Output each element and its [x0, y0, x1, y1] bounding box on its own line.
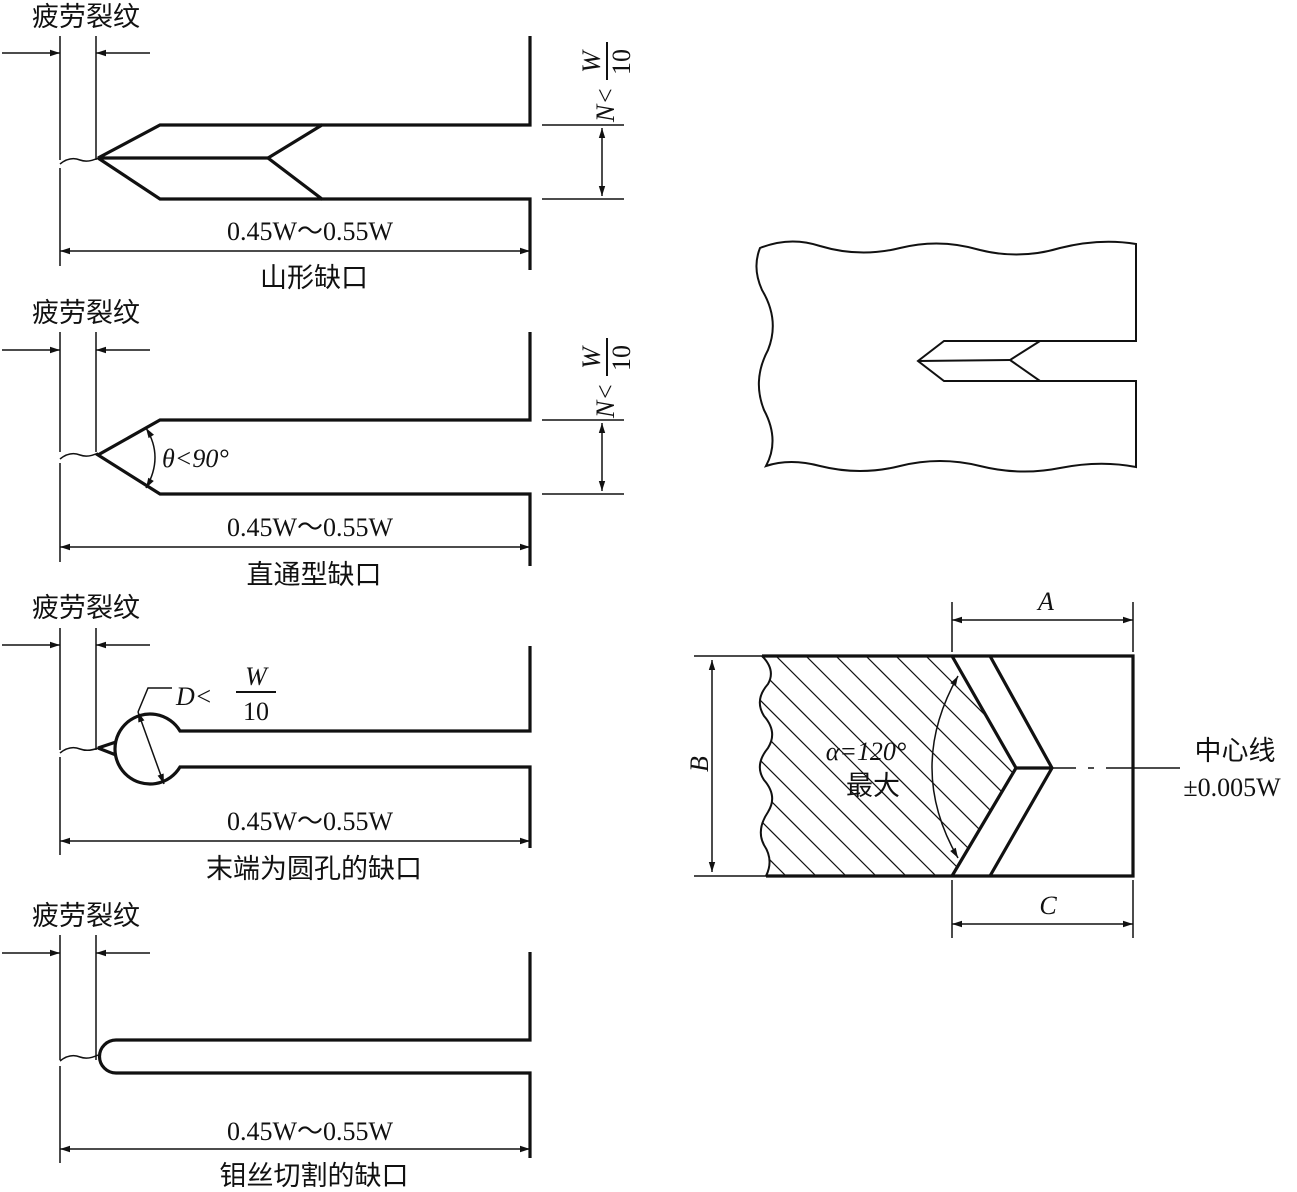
- svg-text:10: 10: [607, 49, 636, 75]
- label-b: B: [685, 756, 714, 772]
- notch-panel-wire-cut: 疲劳裂纹 0.45W～0.55W 钼丝切割的缺口: [2, 901, 532, 1192]
- section-break-line: [758, 655, 774, 877]
- svg-text:D<: D<: [175, 682, 212, 711]
- section-outline: [762, 654, 1135, 878]
- centerline-label: 中心线: [1195, 736, 1276, 767]
- notch-length-range: 0.45W～0.55W: [227, 513, 394, 542]
- fatigue-crack-line: [59, 157, 99, 165]
- svg-text:N<: N<: [591, 87, 620, 123]
- label-c: C: [1039, 891, 1057, 920]
- fatigue-crack-line: [59, 452, 99, 460]
- hole-diameter-dimension: [137, 711, 165, 785]
- label-a: A: [1036, 587, 1054, 616]
- section-angle-arc: [931, 675, 959, 859]
- notch-caption: 山形缺口: [260, 263, 368, 294]
- section-angle-note: 最大: [846, 771, 900, 802]
- notch-length-range: 0.45W～0.55W: [227, 807, 394, 836]
- notch-width-limit: N< W 10: [577, 338, 636, 419]
- notch-width-limit: N< W 10: [577, 42, 636, 123]
- notch-length-range: 0.45W～0.55W: [227, 217, 394, 246]
- notch-panel-straight: 疲劳裂纹 θ<90° 0.45W～0.55W 直通型缺口 N< W 10: [2, 298, 636, 591]
- specimen-plan-view: [755, 240, 1137, 473]
- notch-length-range: 0.45W～0.55W: [227, 1117, 394, 1146]
- centerline-tolerance: ±0.005W: [1183, 773, 1281, 802]
- svg-text:10: 10: [243, 697, 269, 726]
- fatigue-crack-line: [59, 1054, 99, 1062]
- fatigue-crack-label: 疲劳裂纹: [32, 593, 140, 624]
- hole-diameter-limit: D< W 10: [175, 662, 276, 726]
- notch-outline: [113, 646, 532, 848]
- notch-angle-limit: θ<90°: [162, 444, 229, 473]
- fatigue-crack-label: 疲劳裂纹: [32, 901, 140, 932]
- chevron-section-view: α=120° 最大 B A C 中心线 ±0.005W: [685, 587, 1281, 938]
- notch-caption: 直通型缺口: [247, 560, 382, 591]
- specimen-chevron-notch: [916, 340, 1040, 382]
- round-hole-notch-tip: [97, 740, 117, 757]
- fatigue-crack-label: 疲劳裂纹: [32, 2, 140, 33]
- fatigue-crack-line: [59, 746, 99, 754]
- notch-caption: 钼丝切割的缺口: [220, 1161, 409, 1192]
- svg-text:W: W: [577, 49, 606, 73]
- specimen-outline: [755, 240, 1137, 473]
- section-chevron-notch: [950, 655, 1054, 877]
- notch-panel-chevron: 疲劳裂纹 0.45W～0.55W 山形缺口 N< W 10: [2, 2, 636, 294]
- notch-outline: [94, 332, 532, 566]
- svg-text:W: W: [245, 662, 269, 691]
- svg-text:N<: N<: [591, 383, 620, 419]
- svg-text:10: 10: [607, 345, 636, 371]
- hole-diameter-leader: [137, 687, 172, 713]
- notch-angle-arc: [145, 427, 156, 489]
- section-angle-label: α=120°: [826, 737, 907, 766]
- notch-caption: 末端为圆孔的缺口: [206, 854, 422, 885]
- notch-outline: [97, 952, 532, 1158]
- fatigue-crack-label: 疲劳裂纹: [32, 298, 140, 329]
- notch-panel-round-hole: 疲劳裂纹 D< W 10 0.45W～0.55W 末端为圆孔的缺口: [2, 593, 532, 885]
- svg-text:W: W: [577, 345, 606, 369]
- chevron-notch-tip: [97, 123, 322, 201]
